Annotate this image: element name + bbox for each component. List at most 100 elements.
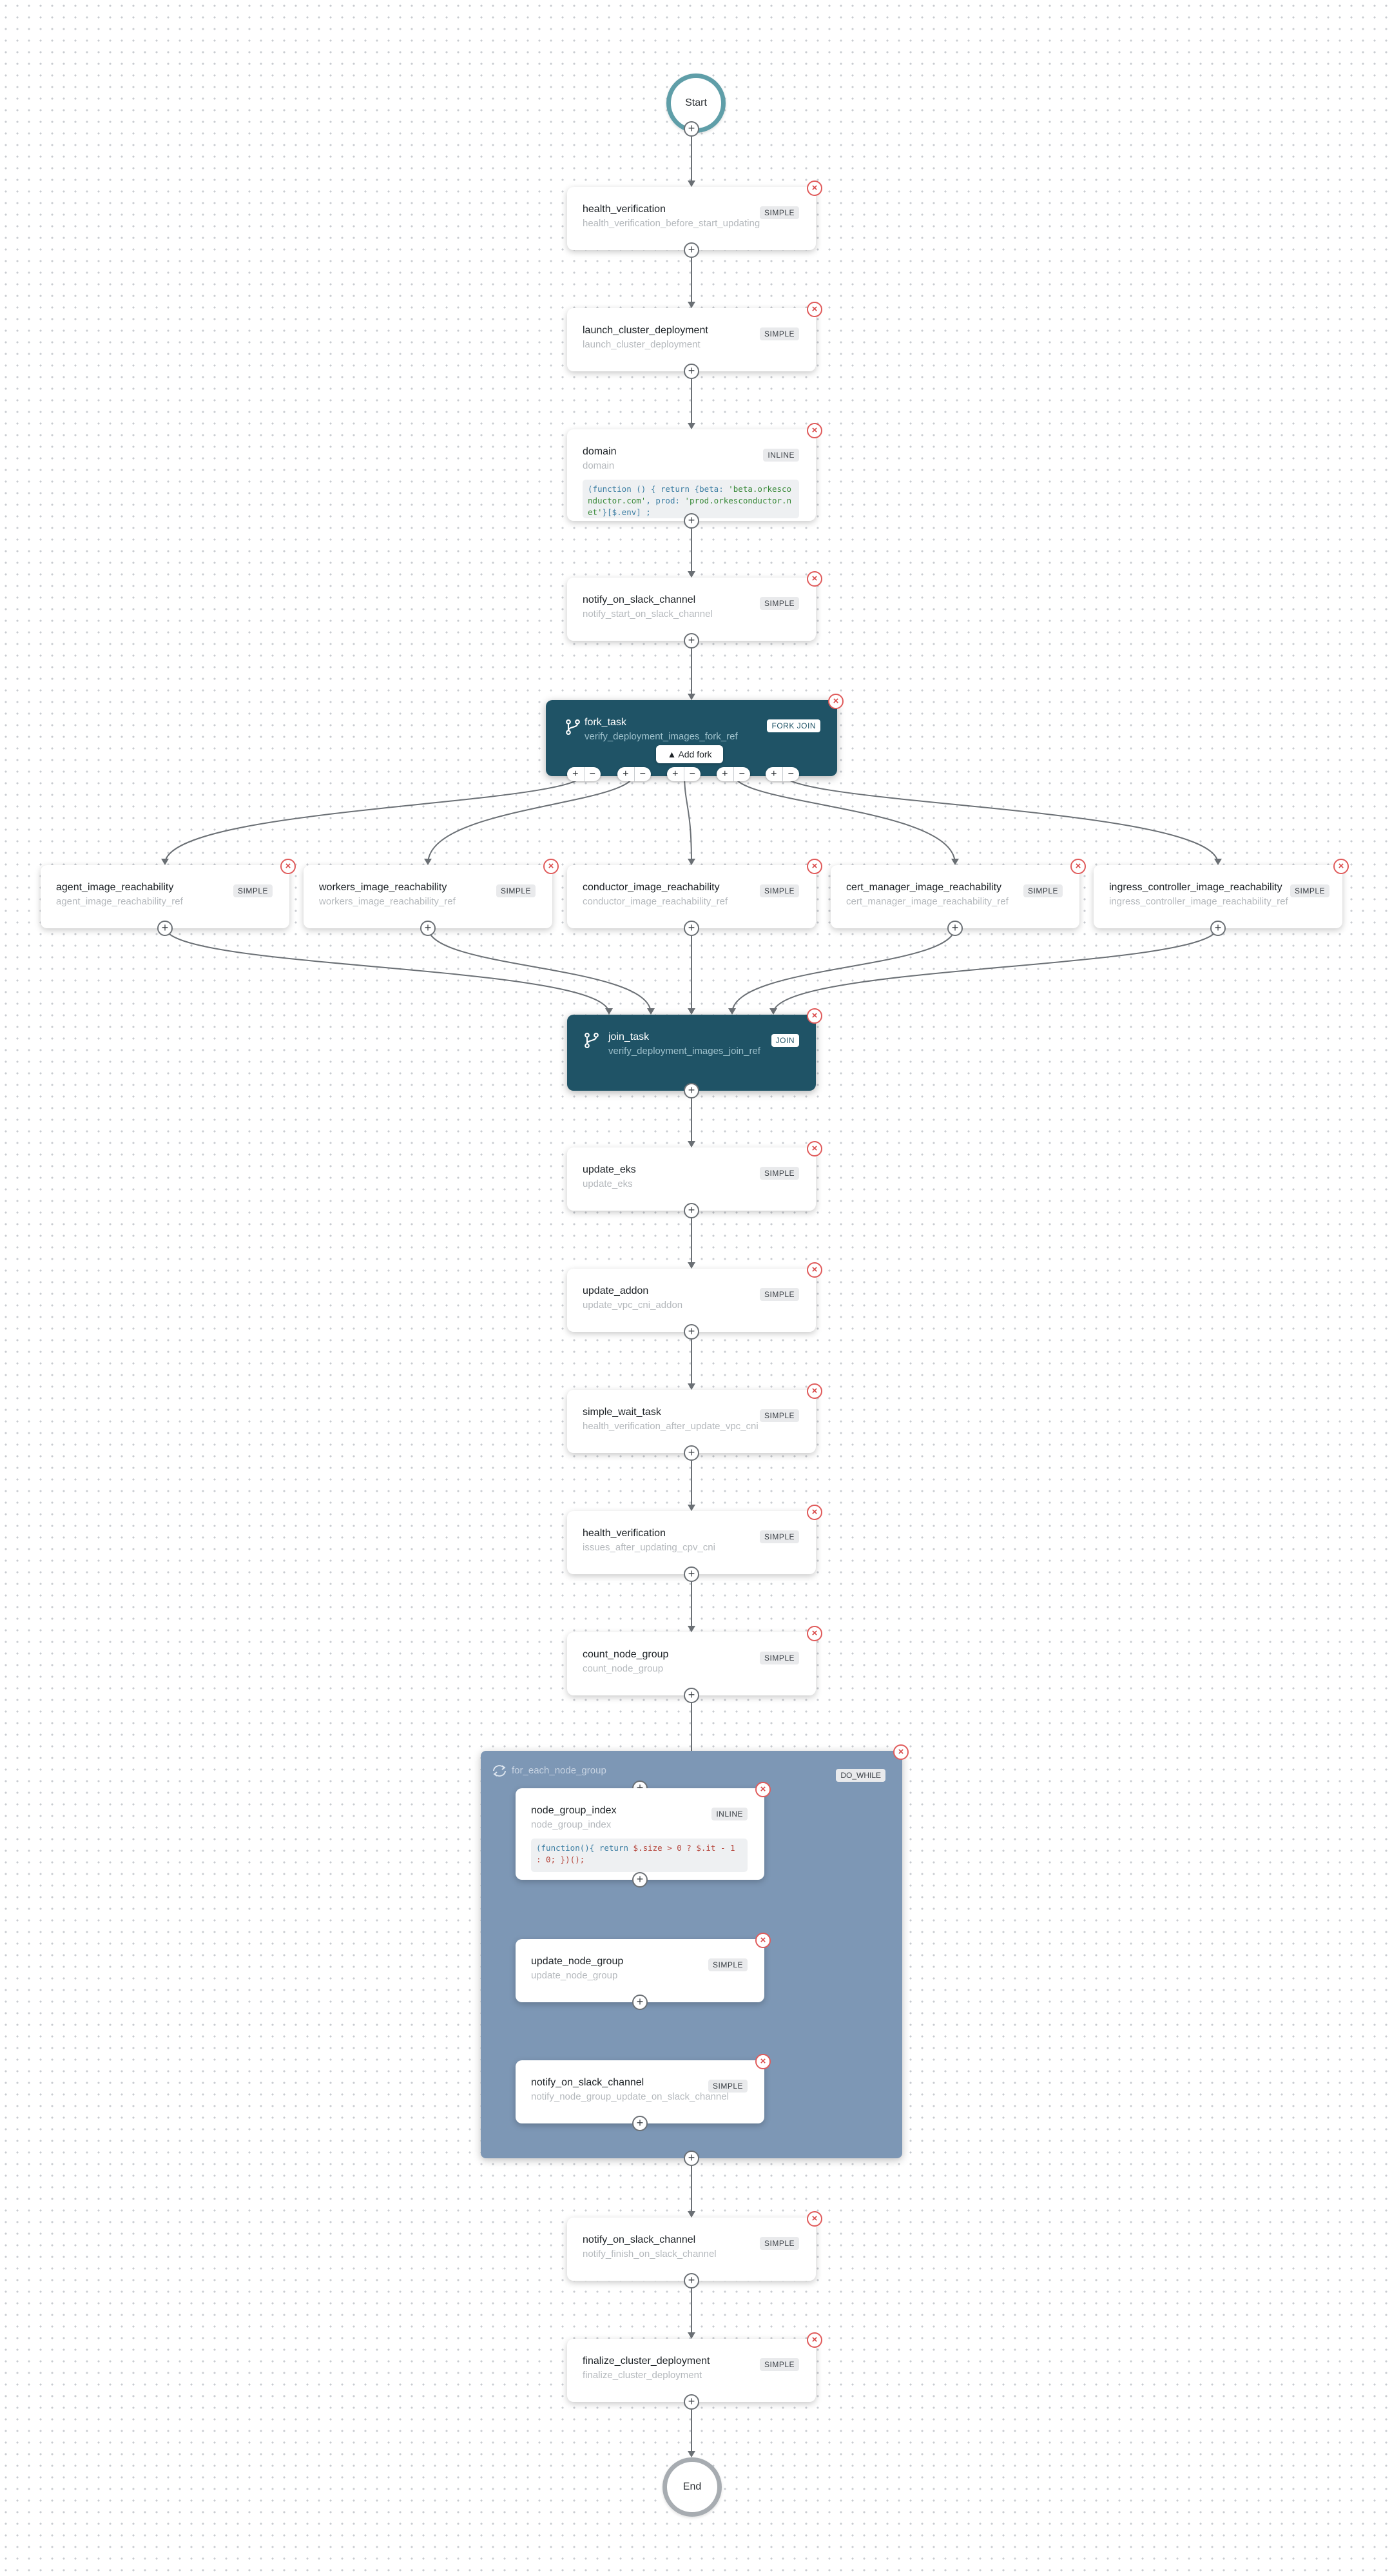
task-card-conductor-image-reachability[interactable]: conductor_image_reachability conductor_i… [567,859,822,936]
close-icon[interactable]: × [807,859,822,874]
task-card-update-addon[interactable]: update_addon update_vpc_cni_addon SIMPLE… [567,1262,822,1340]
fork-branch-controls[interactable]: +− [567,767,601,781]
minus-icon[interactable]: − [739,768,745,779]
add-task-button[interactable]: + [684,2273,699,2288]
task-name: notify_on_slack_channel [531,2077,644,2088]
close-icon[interactable]: × [1070,859,1086,874]
task-card-workers-image-reachability[interactable]: workers_image_reachability workers_image… [304,859,559,936]
task-name: cert_manager_image_reachability [846,882,1002,893]
task-type-badge: SIMPLE [759,1652,799,1664]
task-card-fork[interactable]: fork_task verify_deployment_images_fork_… [546,694,844,781]
close-icon[interactable]: × [807,1505,822,1520]
task-card-notify-finish[interactable]: notify_on_slack_channel notify_finish_on… [567,2211,822,2288]
add-task-button[interactable]: + [684,1566,699,1582]
close-icon[interactable]: × [807,423,822,438]
task-card-notify-node-group[interactable]: notify_on_slack_channel notify_node_grou… [516,2054,771,2131]
close-icon[interactable]: × [1333,859,1349,874]
fork-branch-controls[interactable]: +− [667,767,701,781]
minus-icon[interactable]: − [589,768,595,779]
close-icon[interactable]: × [807,181,822,196]
task-card-node-group-index[interactable]: node_group_index node_group_index INLINE… [516,1782,771,1888]
task-type-badge: SIMPLE [1290,884,1329,897]
add-task-button[interactable]: + [684,364,699,379]
fork-branch-controls[interactable]: +− [617,767,651,781]
task-card-launch-cluster-deployment[interactable]: launch_cluster_deployment launch_cluster… [567,302,822,379]
close-icon[interactable]: × [828,694,844,709]
plus-icon[interactable]: + [717,767,734,781]
task-card-count-node-group[interactable]: count_node_group count_node_group SIMPLE… [567,1626,822,1703]
close-icon[interactable]: × [807,2332,822,2348]
task-card-ingress-controller-image-reachability[interactable]: ingress_controller_image_reachability in… [1094,859,1349,936]
fork-branch-controls[interactable]: +− [717,767,750,781]
join-icon [585,1032,599,1049]
add-task-button[interactable]: + [684,1445,699,1461]
add-task-button[interactable]: + [684,1688,699,1703]
do-while-loop[interactable]: for_each_node_group DO_WHILE × + node_gr… [481,1744,909,2158]
add-task-button[interactable]: + [684,921,699,936]
task-card-simple-wait[interactable]: simple_wait_task health_verification_aft… [567,1383,822,1461]
task-card-cert-manager-image-reachability[interactable]: cert_manager_image_reachability cert_man… [831,859,1086,936]
task-card-health-verification-2[interactable]: health_verification issues_after_updatin… [567,1505,822,1582]
add-task-button[interactable]: + [632,1995,648,2010]
close-icon[interactable]: × [755,1782,771,1797]
close-icon[interactable]: × [755,2054,771,2069]
task-name: conductor_image_reachability [583,882,720,893]
add-task-button[interactable]: + [684,242,699,258]
add-task-button[interactable]: + [632,2116,648,2131]
plus-icon[interactable]: + [766,767,783,781]
end-label: End [682,2481,702,2492]
inline-code-preview: (function () { return {beta: 'beta.orkes… [583,480,799,518]
minus-icon[interactable]: − [639,768,646,779]
plus-icon[interactable]: + [667,767,684,781]
task-name: health_verification [583,1528,666,1539]
task-ref: node_group_index [531,1819,612,1830]
close-icon[interactable]: × [543,859,559,874]
close-icon[interactable]: × [807,1383,822,1399]
add-task-button[interactable]: + [684,2151,699,2166]
task-card-finalize-cluster-deployment[interactable]: finalize_cluster_deployment finalize_clu… [567,2332,822,2410]
close-icon[interactable]: × [807,302,822,317]
task-ref: notify_start_on_slack_channel [583,609,713,620]
add-task-button[interactable]: + [684,1324,699,1340]
close-icon[interactable]: × [807,1626,822,1641]
add-task-button[interactable]: + [684,121,699,137]
task-card-domain[interactable]: domain domain INLINE (function () { retu… [567,423,822,529]
plus-icon[interactable]: + [617,767,635,781]
add-task-button[interactable]: + [632,1872,648,1888]
add-task-button[interactable]: + [684,513,699,529]
task-card-health-verification[interactable]: health_verification health_verification_… [567,181,822,258]
minus-icon[interactable]: − [689,768,695,779]
task-type-badge: SIMPLE [759,597,799,610]
add-task-button[interactable]: + [947,921,963,936]
close-icon[interactable]: × [893,1744,909,1760]
task-name: ingress_controller_image_reachability [1109,882,1282,893]
task-ref: cert_manager_image_reachability_ref [846,896,1009,907]
add-task-button[interactable]: + [684,1083,699,1098]
task-card-notify-start[interactable]: notify_on_slack_channel notify_start_on_… [567,571,822,649]
add-task-button[interactable]: + [684,2394,699,2410]
task-type-badge: SIMPLE [759,206,799,219]
minus-icon[interactable]: − [788,768,794,779]
close-icon[interactable]: × [807,571,822,587]
task-ref: verify_deployment_images_fork_ref [585,731,738,742]
add-task-button[interactable]: + [1210,921,1226,936]
close-icon[interactable]: × [807,2211,822,2227]
close-icon[interactable]: × [280,859,296,874]
task-type-badge: SIMPLE [708,1958,748,1971]
task-card-join[interactable]: join_task verify_deployment_images_join_… [567,1008,822,1098]
add-fork-button[interactable]: ▲ Add fork [656,745,723,763]
close-icon[interactable]: × [807,1262,822,1278]
task-card-update-node-group[interactable]: update_node_group update_node_group SIMP… [516,1933,771,2010]
add-task-button[interactable]: + [420,921,436,936]
close-icon[interactable]: × [807,1008,822,1024]
task-card-agent-image-reachability[interactable]: agent_image_reachability agent_image_rea… [41,859,296,936]
fork-branch-controls[interactable]: +− [766,767,799,781]
add-task-button[interactable]: + [157,921,173,936]
add-task-button[interactable]: + [684,633,699,649]
add-task-button[interactable]: + [684,1203,699,1218]
task-card-update-eks[interactable]: update_eks update_eks SIMPLE × + [567,1141,822,1218]
close-icon[interactable]: × [755,1933,771,1948]
task-type-badge: INLINE [763,449,799,462]
close-icon[interactable]: × [807,1141,822,1156]
plus-icon[interactable]: + [567,767,585,781]
